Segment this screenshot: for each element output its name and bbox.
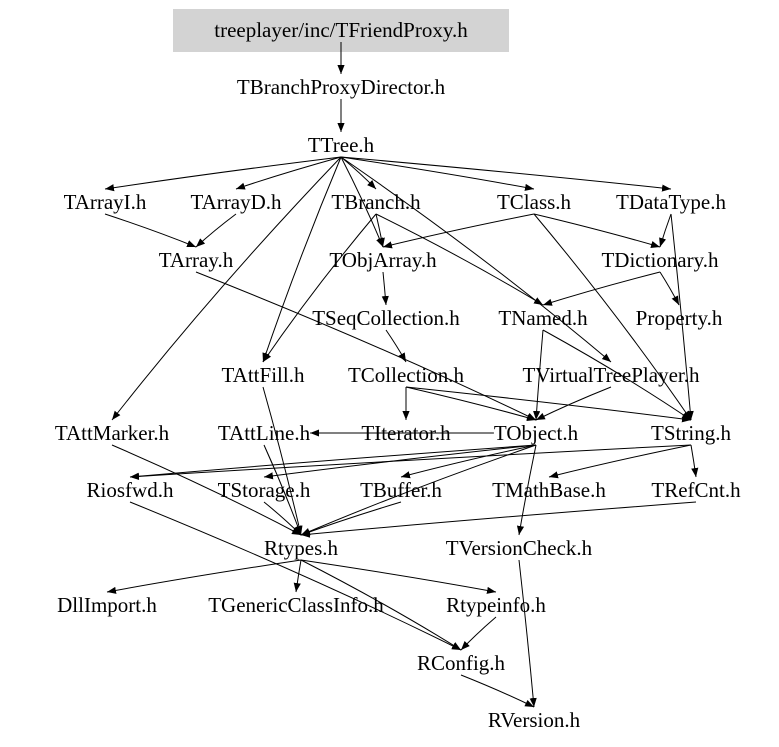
edge-tcollection-to-tobject — [405, 386, 537, 422]
edge-tarrayd-to-tarray — [195, 213, 237, 248]
node-titerator[interactable]: TIterator.h — [361, 421, 451, 445]
node-tbuffer[interactable]: TBuffer.h — [360, 478, 442, 502]
edge-tattline-to-rtypes — [263, 444, 302, 536]
edge-riosfwd-to-rconfig — [129, 501, 462, 651]
node-tattline[interactable]: TAttLine.h — [218, 421, 311, 445]
edge-ttree-to-tvirtualtreeplayer — [340, 156, 612, 363]
edge-trefcnt-to-rtypes — [300, 501, 697, 538]
node-tdatatype[interactable]: TDataType.h — [616, 190, 726, 214]
edge-tdatatype-to-tdictionary — [659, 213, 672, 248]
node-tattmarker[interactable]: TAttMarker.h — [55, 421, 170, 445]
node-tbranch[interactable]: TBranch.h — [331, 190, 421, 214]
edge-tdictionary-to-property — [659, 271, 680, 306]
edge-tclass-to-tobjarray — [382, 213, 535, 249]
edge-tbranch-to-tattfill — [262, 213, 377, 363]
edge-ttree-to-tattmarker — [111, 156, 342, 421]
edge-tstring-to-tmathbase — [548, 444, 692, 479]
edge-rtypeinfo-to-rconfig — [460, 616, 497, 651]
edge-tnamed-to-tstring — [542, 329, 692, 421]
node-tnamed[interactable]: TNamed.h — [498, 306, 588, 330]
edge-tarray-to-tobject — [195, 271, 537, 421]
edge-rtypes-to-rconfig — [300, 559, 462, 651]
node-tstring[interactable]: TString.h — [651, 421, 731, 445]
node-rtypeinfo[interactable]: Rtypeinfo.h — [446, 593, 546, 617]
node-tarray[interactable]: TArray.h — [159, 248, 234, 272]
edge-tobject-to-rtypes — [300, 444, 537, 536]
edge-tdictionary-to-tnamed — [542, 271, 661, 306]
edge-tobject-to-tbuffer — [400, 444, 537, 479]
node-tgenericclassinfo[interactable]: TGenericClassInfo.h — [208, 593, 384, 617]
edge-tseqcollection-to-tcollection — [385, 329, 407, 363]
node-tarrayd[interactable]: TArrayD.h — [190, 190, 282, 214]
edge-rconfig-to-rversion — [460, 674, 535, 708]
node-root[interactable]: treeplayer/inc/TFriendProxy.h — [214, 18, 468, 42]
edge-tattmarker-to-rtypes — [111, 444, 302, 536]
edge-tstring-to-riosfwd — [129, 444, 692, 481]
node-trefcnt[interactable]: TRefCnt.h — [651, 478, 741, 502]
edge-ttree-to-tattfill — [262, 156, 342, 363]
node-dllimport[interactable]: DllImport.h — [57, 593, 157, 617]
node-tclass[interactable]: TClass.h — [497, 190, 572, 214]
node-ttree[interactable]: TTree.h — [308, 133, 375, 157]
node-tobject[interactable]: TObject.h — [494, 421, 579, 445]
edge-tstring-to-trefcnt — [690, 444, 699, 478]
node-tversioncheck[interactable]: TVersionCheck.h — [446, 536, 593, 560]
node-bpd[interactable]: TBranchProxyDirector.h — [237, 75, 446, 99]
edge-tobject-to-tversioncheck — [516, 444, 537, 536]
node-tvirtualtreeplayer[interactable]: TVirtualTreePlayer.h — [522, 363, 700, 387]
node-tobjarray[interactable]: TObjArray.h — [329, 248, 437, 272]
edge-tdatatype-to-tstring — [670, 213, 694, 421]
node-property[interactable]: Property.h — [636, 306, 723, 330]
node-tseqcollection[interactable]: TSeqCollection.h — [312, 306, 460, 330]
edge-tclass-to-tstring — [533, 213, 692, 421]
edge-tcollection-to-tstring — [405, 386, 692, 423]
edge-tversioncheck-to-rversion — [518, 559, 537, 708]
node-tdictionary[interactable]: TDictionary.h — [601, 248, 719, 272]
node-tmathbase[interactable]: TMathBase.h — [492, 478, 606, 502]
edge-tbranch-to-tnamed — [375, 213, 544, 306]
edge-tarrayi-to-tarray — [104, 213, 197, 248]
node-tattfill[interactable]: TAttFill.h — [222, 363, 305, 387]
edge-tclass-to-tdictionary — [533, 213, 661, 248]
edge-ttree-to-tclass — [340, 156, 535, 191]
edge-rtypes-to-tgenericclassinfo — [293, 559, 302, 593]
edge-rtypes-to-rtypeinfo — [300, 559, 497, 594]
edge-ttree-to-tarrayd — [235, 156, 342, 190]
edge-tnamed-to-tobject — [533, 329, 544, 421]
node-riosfwd[interactable]: Riosfwd.h — [87, 478, 174, 502]
edge-rtypes-to-dllimport — [106, 559, 302, 594]
node-tarrayi[interactable]: TArrayI.h — [64, 190, 147, 214]
node-rconfig[interactable]: RConfig.h — [417, 651, 506, 675]
edge-tstorage-to-rtypes — [263, 501, 302, 536]
node-rtypes[interactable]: Rtypes.h — [264, 536, 339, 560]
edge-tvirtualtreeplayer-to-tobject — [535, 386, 612, 421]
edge-tobject-to-riosfwd — [129, 444, 537, 480]
edge-tattfill-to-rtypes — [262, 386, 303, 536]
node-tcollection[interactable]: TCollection.h — [348, 363, 465, 387]
edge-ttree-to-tarrayi — [104, 156, 342, 192]
node-rversion[interactable]: RVersion.h — [488, 708, 581, 732]
edge-tobjarray-to-tseqcollection — [381, 271, 389, 306]
node-tstorage[interactable]: TStorage.h — [218, 478, 311, 502]
edge-tbranch-to-tobjarray — [375, 213, 385, 248]
edge-tbuffer-to-rtypes — [300, 501, 402, 536]
edge-ttree-to-tdatatype — [340, 156, 672, 192]
